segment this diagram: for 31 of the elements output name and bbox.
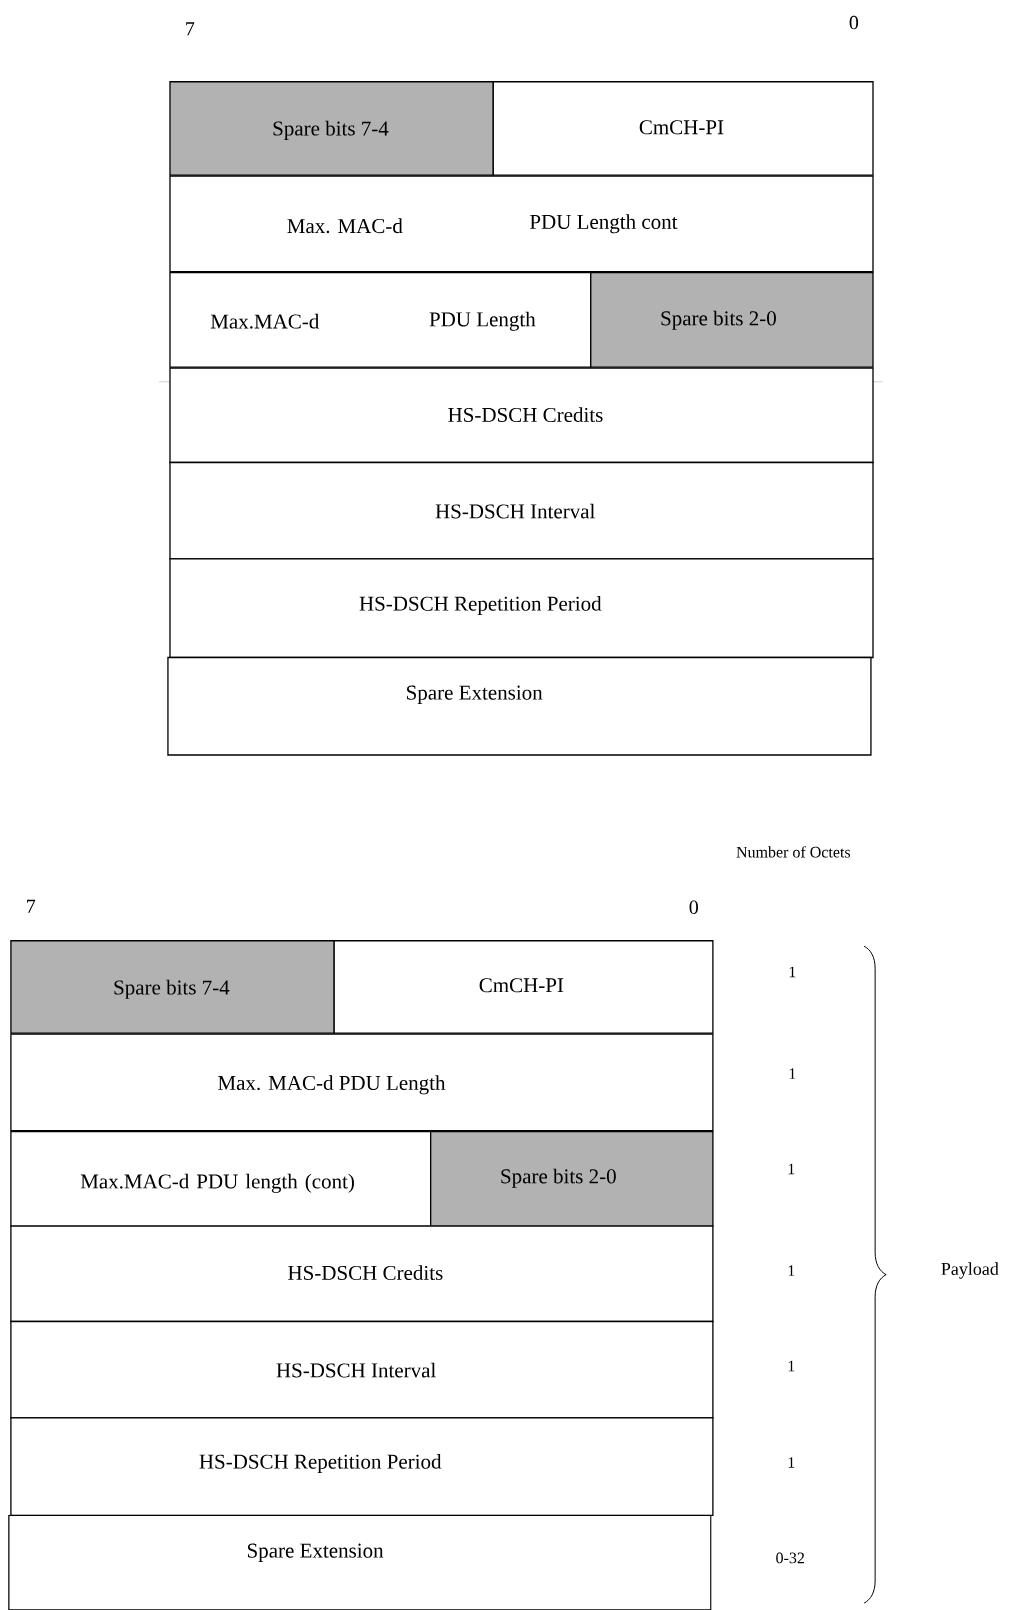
octet-count: 1 bbox=[789, 966, 796, 978]
shaded-field-cell: Spare bits 2-0 bbox=[430, 1131, 714, 1227]
octet-count: 1 bbox=[788, 1360, 795, 1372]
field-cell: Max.MAC-d PDU Length bbox=[169, 272, 592, 368]
octet-count: 1 bbox=[788, 1457, 795, 1468]
axis-bit-number: 0 bbox=[849, 15, 859, 30]
field-cell: CmCH-PI bbox=[333, 940, 714, 1034]
column-header: Number of Octets bbox=[736, 846, 851, 858]
shaded-field-cell: Spare bits 2-0 bbox=[590, 272, 874, 368]
octet-count: 1 bbox=[788, 1265, 795, 1276]
field-cell: Max. MAC-d PDU Length bbox=[10, 1033, 714, 1132]
field-cell: HS-DSCH Repetition Period bbox=[10, 1417, 714, 1517]
shaded-field-cell: Spare bits 7-4 bbox=[10, 940, 335, 1034]
axis-bit-number: 7 bbox=[186, 22, 195, 36]
field-cell: Spare Extension bbox=[167, 656, 872, 756]
field-cell: CmCH-PI bbox=[492, 81, 874, 176]
brace-label: Payload bbox=[941, 1262, 999, 1279]
field-cell: HS-DSCH Credits bbox=[169, 367, 874, 464]
field-cell: Max.MAC-d PDU length (cont) bbox=[10, 1131, 432, 1227]
axis-bit-number: 0 bbox=[689, 900, 698, 914]
field-cell: HS-DSCH Interval bbox=[10, 1320, 714, 1419]
field-cell: HS-DSCH Credits bbox=[10, 1225, 714, 1323]
axis-bit-number: 7 bbox=[27, 899, 36, 913]
field-cell: Max. MAC-d PDU Length cont bbox=[169, 175, 874, 273]
octet-count: 1 bbox=[789, 1068, 796, 1079]
shaded-field-cell: Spare bits 7-4 bbox=[169, 81, 494, 176]
octet-count: 1 bbox=[788, 1163, 795, 1175]
field-cell: Spare Extension bbox=[8, 1514, 712, 1610]
field-cell: HS-DSCH Repetition Period bbox=[169, 558, 874, 659]
octet-count: 0-32 bbox=[776, 1552, 804, 1564]
field-cell: HS-DSCH Interval bbox=[169, 461, 874, 560]
